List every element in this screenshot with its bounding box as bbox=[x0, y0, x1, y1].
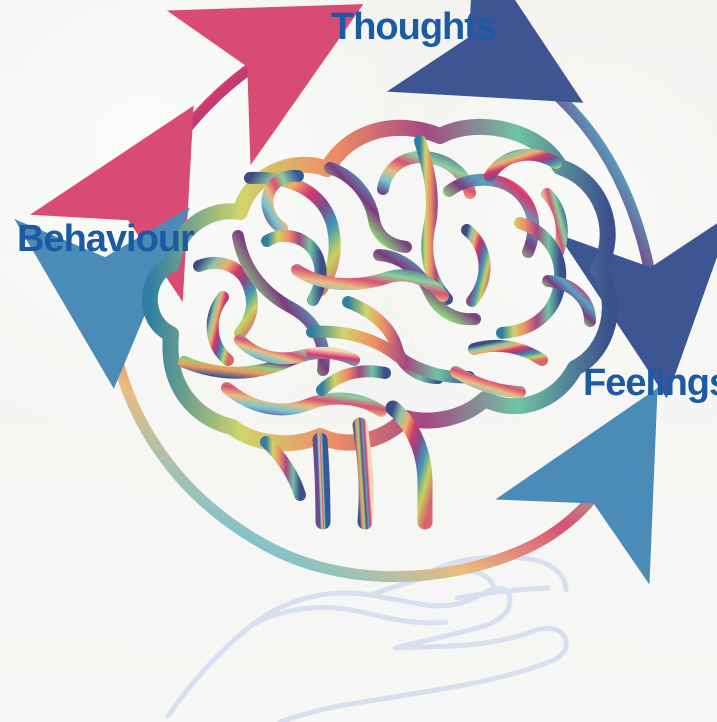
behaviour-label: Behaviour bbox=[17, 218, 195, 260]
feelings-label: Feelings bbox=[583, 362, 717, 404]
cycle-arrows-icon bbox=[14, 0, 717, 585]
brain-icon bbox=[141, 118, 618, 530]
thoughts-label: Thoughts bbox=[331, 6, 497, 48]
hand-icon bbox=[165, 554, 569, 722]
